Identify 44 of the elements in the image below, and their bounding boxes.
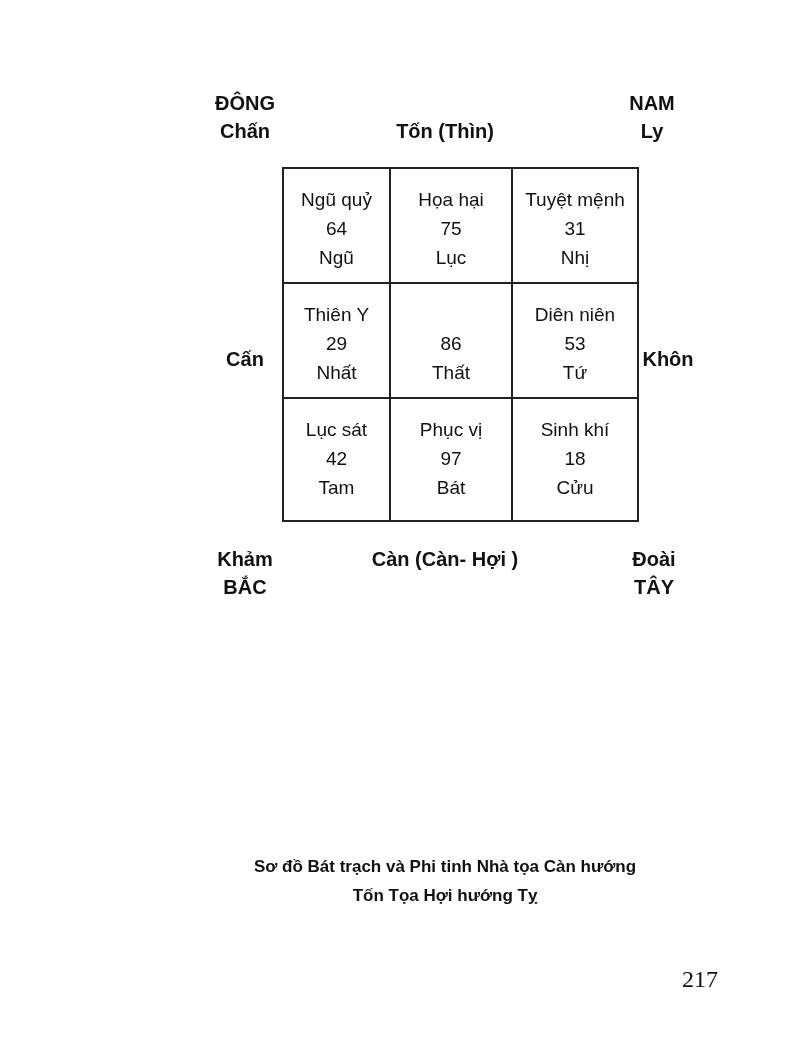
cell-text: Sinh khí [540, 418, 610, 442]
grid-cell [282, 397, 391, 522]
cell-text: Ngũ [319, 246, 354, 270]
grid-cell [282, 167, 391, 284]
cell-text: Thất [432, 361, 470, 385]
trigram-label: Đoài [632, 548, 676, 571]
cell-text: Tam [318, 476, 355, 500]
trigram-label: Ly [640, 120, 664, 143]
trigram-label: Khảm [217, 548, 273, 571]
trigram-label: Chấn [220, 120, 270, 143]
cell-text: Cửu [556, 476, 594, 500]
cell-text: Diên niên [534, 303, 616, 327]
direction-label: ĐÔNG [215, 92, 275, 115]
cell-text: 29 [325, 332, 348, 356]
cell-text: Ngũ quỷ [301, 188, 372, 212]
cell-text: Tuyệt mệnh [525, 188, 625, 212]
cell-text: 42 [325, 447, 348, 471]
cell-text: 18 [564, 447, 586, 471]
cell-text: Họa hại [418, 188, 484, 212]
cell-text: Tứ [562, 361, 588, 385]
cell-text: 64 [325, 217, 348, 241]
cell-text: Phục vị [419, 418, 483, 442]
caption: Sơ đồ Bát trạch và Phi tinh Nhà tọa Càn hướng Tốn Tọa Hợi hướng Tỵ [252, 856, 638, 907]
direction-label: TÂY [634, 576, 674, 599]
cell-text: Nhị [560, 246, 590, 270]
grid-cell [511, 397, 639, 522]
trigram-label: Càn (Càn- Hợi ) [371, 548, 519, 571]
trigram-label: Cấn [226, 348, 264, 371]
cell-text: 31 [564, 217, 586, 241]
cell-text: Thiên Y [303, 303, 370, 327]
trigram-label: Khôn [642, 348, 694, 371]
cell-text: 53 [564, 332, 586, 356]
cell-text: Bát [436, 476, 466, 500]
grid-cell [511, 167, 639, 284]
direction-label: NAM [629, 92, 675, 115]
page-number: 217 [682, 966, 718, 993]
cell-text: Lục sát [305, 418, 368, 442]
direction-label: BẮC [223, 576, 267, 599]
cell-text: Nhất [316, 361, 357, 385]
cell-text: Lục [435, 246, 467, 270]
cell-text: 75 [440, 217, 462, 241]
cell-text: 86 [440, 332, 462, 356]
cell-text: 97 [440, 447, 462, 471]
trigram-label: Tốn (Thìn) [396, 120, 494, 143]
